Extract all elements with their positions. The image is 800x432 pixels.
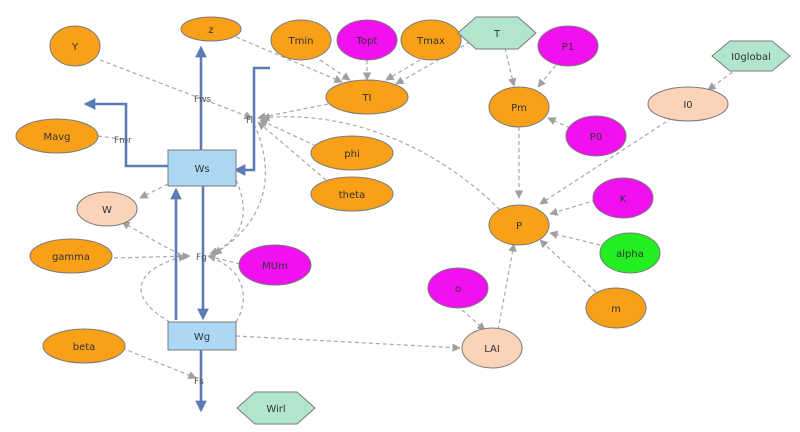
svg-text:P1: P1 <box>562 42 574 53</box>
node-wirl[interactable]: Wirl <box>236 391 316 425</box>
link-p1-pm <box>537 59 561 88</box>
flow-label-fi: Fi <box>246 116 253 126</box>
flow-label-fg: Fg <box>196 253 207 263</box>
node-phi[interactable]: phi <box>310 135 394 171</box>
svg-text:T: T <box>493 29 501 40</box>
node-k[interactable]: K <box>592 177 654 219</box>
flow-label-fs: Fs <box>194 377 204 387</box>
node-m[interactable]: m <box>585 287 647 329</box>
flow-fi-ws <box>233 66 270 176</box>
node-mum[interactable]: MUm <box>238 244 312 286</box>
svg-text:Pm: Pm <box>511 103 527 114</box>
svg-text:theta: theta <box>339 190 365 201</box>
svg-text:K: K <box>620 194 627 205</box>
node-o[interactable]: o <box>427 267 489 309</box>
link-tmin-ti <box>319 59 351 81</box>
svg-text:z: z <box>208 25 213 36</box>
svg-text:LAI: LAI <box>484 344 500 355</box>
flow-label-fws: Fws <box>194 95 212 105</box>
link-o-lai <box>461 309 486 331</box>
node-p[interactable]: P <box>488 204 550 246</box>
svg-text:Mavg: Mavg <box>43 132 70 143</box>
svg-text:W: W <box>102 205 112 216</box>
node-ti[interactable]: TI <box>325 79 409 115</box>
link-mavg-fmr <box>97 135 129 141</box>
link-mum-fg <box>207 253 241 265</box>
link-wg-fg-left <box>140 253 187 323</box>
svg-text:alpha: alpha <box>616 249 644 260</box>
stock-ws[interactable]: Ws <box>167 149 237 187</box>
link-fg-w <box>121 221 181 255</box>
node-pm[interactable]: Pm <box>488 86 550 128</box>
node-topt[interactable]: Topt <box>336 19 398 61</box>
node-w[interactable]: W <box>76 191 138 227</box>
nodes: Y z Tmin Topt Tmax T P1 I0global <box>15 16 791 425</box>
link-p-fi <box>261 113 501 211</box>
influence-links <box>97 36 739 380</box>
svg-text:Tmax: Tmax <box>416 36 445 47</box>
node-y[interactable]: Y <box>49 25 101 67</box>
node-gamma[interactable]: gamma <box>29 238 113 274</box>
svg-text:Ws: Ws <box>194 164 209 175</box>
node-mavg[interactable]: Mavg <box>15 118 99 154</box>
link-z-ti <box>235 36 343 83</box>
link-tmax-ti <box>385 59 421 81</box>
flow-label-fmr: Fmr <box>114 136 132 146</box>
link-k-p <box>549 199 597 216</box>
link-ws-w <box>139 183 169 199</box>
svg-text:Wg: Wg <box>194 332 210 343</box>
link-gamma-fg <box>113 252 191 261</box>
link-i0-p <box>539 117 673 205</box>
node-i0[interactable]: I0 <box>647 86 729 122</box>
link-alpha-p <box>549 230 601 246</box>
svg-text:o: o <box>455 284 461 295</box>
svg-text:gamma: gamma <box>52 252 90 263</box>
svg-text:I0: I0 <box>683 100 692 111</box>
link-t-pm <box>504 47 517 87</box>
node-i0global[interactable]: I0global <box>711 40 791 72</box>
flow-ws-mr <box>83 98 168 168</box>
node-p0[interactable]: P0 <box>565 115 627 157</box>
link-ws-fg <box>209 179 244 256</box>
svg-text:Topt: Topt <box>356 36 378 47</box>
node-theta[interactable]: theta <box>310 176 394 212</box>
svg-text:P: P <box>516 221 522 232</box>
svg-text:phi: phi <box>344 149 359 160</box>
node-p1[interactable]: P1 <box>537 25 599 67</box>
svg-text:P0: P0 <box>590 132 602 143</box>
node-beta[interactable]: beta <box>42 328 126 364</box>
link-beta-fs <box>121 347 197 380</box>
svg-text:MUm: MUm <box>262 261 288 272</box>
svg-text:I0global: I0global <box>731 52 771 63</box>
node-z[interactable]: z <box>180 16 242 42</box>
link-i0global-i0 <box>707 67 739 91</box>
link-theta-fi <box>257 121 327 181</box>
link-lai-p <box>497 243 517 331</box>
link-y-fi <box>99 59 253 120</box>
link-p0-pm <box>547 117 571 129</box>
link-wg-lai <box>235 335 461 352</box>
node-t[interactable]: T <box>457 16 537 50</box>
link-m-p <box>539 239 597 293</box>
node-lai[interactable]: LAI <box>461 327 523 369</box>
svg-text:beta: beta <box>73 342 96 353</box>
svg-text:Y: Y <box>71 42 79 53</box>
stock-wg[interactable]: Wg <box>167 321 237 351</box>
node-tmax[interactable]: Tmax <box>400 19 462 61</box>
link-ws-fi <box>213 123 266 255</box>
svg-text:Tmin: Tmin <box>288 36 314 47</box>
svg-text:Wirl: Wirl <box>266 404 285 415</box>
node-alpha[interactable]: alpha <box>599 232 661 274</box>
link-phi-fi <box>259 119 317 147</box>
svg-text:m: m <box>611 304 621 315</box>
link-wg-fg-right <box>211 257 244 323</box>
node-tmin[interactable]: Tmin <box>270 19 332 61</box>
svg-text:TI: TI <box>361 93 371 104</box>
link-ti-fi <box>257 103 329 121</box>
material-flows <box>83 45 270 413</box>
